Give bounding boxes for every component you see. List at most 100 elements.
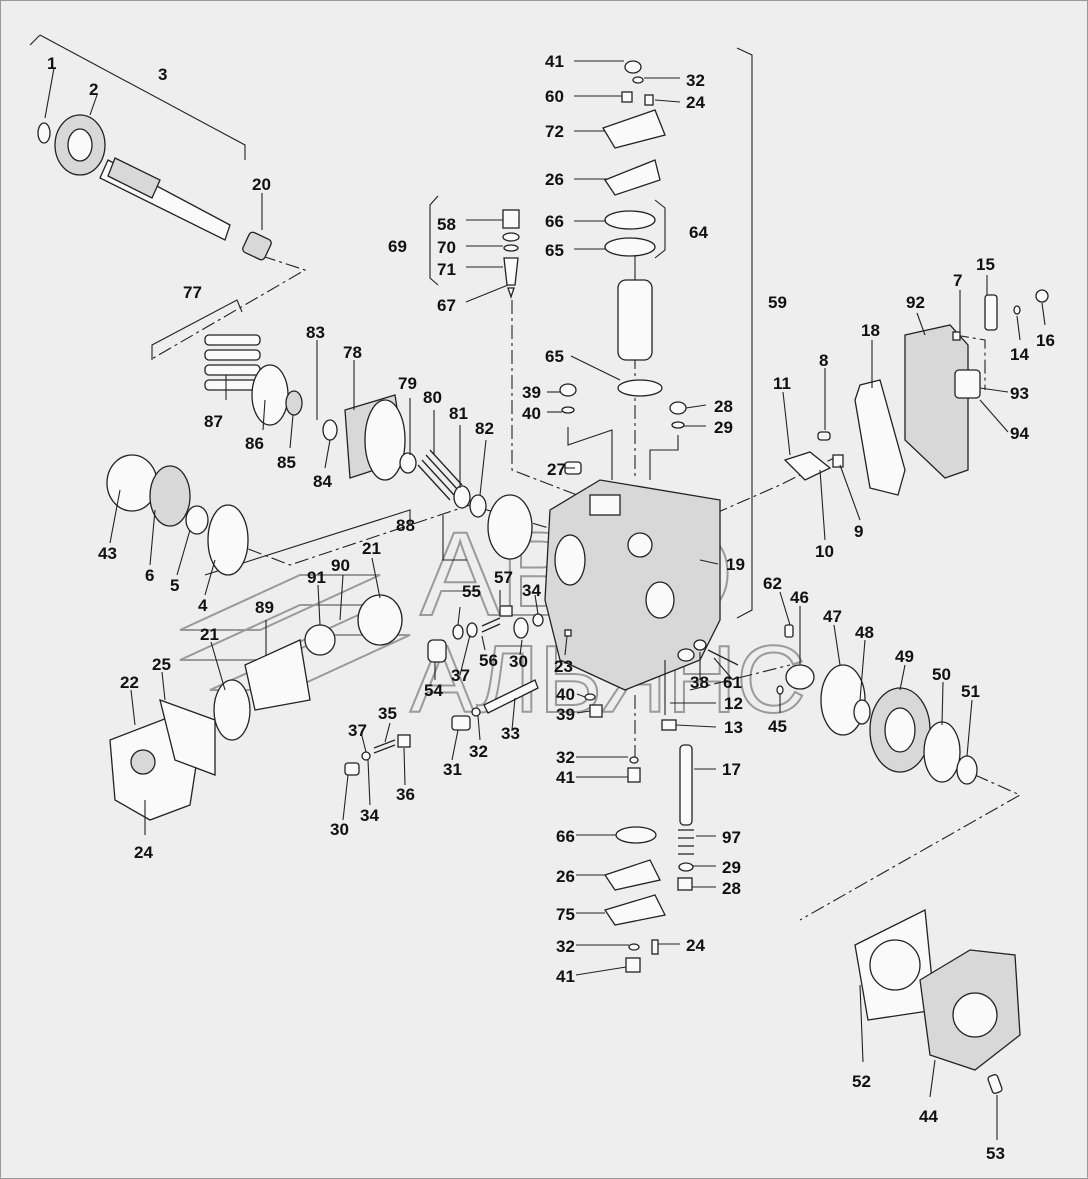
callout-3: 3 (158, 65, 167, 84)
callout-37-upper: 37 (451, 666, 470, 685)
callout-46: 46 (790, 588, 809, 607)
callout-65-mid: 65 (545, 347, 564, 366)
callout-70: 70 (437, 238, 456, 257)
callout-69: 69 (388, 237, 407, 256)
callout-92: 92 (906, 293, 925, 312)
callout-32-mid: 32 (556, 748, 575, 767)
callout-62: 62 (763, 574, 782, 593)
callout-93: 93 (1010, 384, 1029, 403)
callout-29-lower: 29 (722, 858, 741, 877)
callout-50: 50 (932, 665, 951, 684)
callout-16: 16 (1036, 331, 1055, 350)
callout-80: 80 (423, 388, 442, 407)
callout-24-bottom: 24 (686, 936, 705, 955)
callout-44: 44 (919, 1107, 938, 1126)
callout-81: 81 (449, 404, 468, 423)
callout-72: 72 (545, 122, 564, 141)
callout-28-upper: 28 (714, 397, 733, 416)
callout-2: 2 (89, 80, 98, 99)
callout-24-left: 24 (134, 843, 153, 862)
callout-25: 25 (152, 655, 171, 674)
callout-79: 79 (398, 374, 417, 393)
callout-36: 36 (396, 785, 415, 804)
rear-assembly (776, 624, 978, 785)
leader-lines (44, 60, 1046, 1140)
callout-17: 17 (722, 760, 741, 779)
callout-49: 49 (895, 647, 914, 666)
callout-90: 90 (331, 556, 350, 575)
callout-77: 77 (183, 283, 202, 302)
callout-9: 9 (854, 522, 863, 541)
callout-30-lower: 30 (330, 820, 349, 839)
callout-91: 91 (307, 568, 326, 587)
valve-cartridge-69 (502, 209, 520, 300)
callout-78: 78 (343, 343, 362, 362)
callout-51: 51 (961, 682, 980, 701)
control-lever (783, 431, 844, 481)
callout-13: 13 (724, 718, 743, 737)
callout-45: 45 (768, 717, 787, 736)
callout-41-bottom: 41 (556, 967, 575, 986)
callout-29-upper: 29 (714, 418, 733, 437)
callout-61: 61 (723, 673, 742, 692)
callout-88: 88 (396, 516, 415, 535)
callout-26-top: 26 (545, 170, 564, 189)
callout-labels: 1 2 3 20 77 87 86 85 83 84 78 79 80 81 8… (47, 52, 1055, 1163)
callout-1: 1 (47, 54, 56, 73)
callout-89: 89 (255, 598, 274, 617)
callout-54: 54 (424, 681, 443, 700)
callout-94: 94 (1010, 424, 1029, 443)
callout-6: 6 (145, 566, 154, 585)
callout-64: 64 (689, 223, 708, 242)
callout-35: 35 (378, 704, 397, 723)
callout-31: 31 (443, 760, 462, 779)
callout-82: 82 (475, 419, 494, 438)
callout-56: 56 (479, 651, 498, 670)
callout-71: 71 (437, 260, 456, 279)
callout-11: 11 (773, 374, 791, 393)
callout-41-top: 41 (545, 52, 564, 71)
callout-34-upper: 34 (522, 581, 541, 600)
callout-55: 55 (462, 582, 481, 601)
callout-27: 27 (547, 460, 566, 479)
callout-39-upper: 39 (522, 383, 541, 402)
callout-14: 14 (1010, 345, 1029, 364)
callout-39-lower: 39 (556, 705, 575, 724)
callout-40-lower: 40 (556, 685, 575, 704)
callout-47: 47 (823, 607, 842, 626)
pressure-valves (344, 605, 544, 776)
callout-5: 5 (170, 576, 179, 595)
callout-19: 19 (726, 555, 745, 574)
group-brackets (39, 34, 753, 619)
callout-8: 8 (819, 351, 828, 370)
callout-15: 15 (976, 255, 995, 274)
callout-24-top: 24 (686, 93, 705, 112)
callout-32-top: 32 (686, 71, 705, 90)
callout-21-upper: 21 (362, 539, 381, 558)
callout-58: 58 (437, 215, 456, 234)
callout-66-top: 66 (545, 212, 564, 231)
pump-housing (544, 479, 721, 691)
callout-40-upper: 40 (522, 404, 541, 423)
callout-48: 48 (855, 623, 874, 642)
callout-32-left: 32 (469, 742, 488, 761)
callout-7: 7 (953, 271, 962, 290)
callout-37-lower: 37 (348, 721, 367, 740)
callout-87: 87 (204, 412, 223, 431)
callout-21-lower: 21 (200, 625, 219, 644)
callout-59: 59 (768, 293, 787, 312)
callout-43: 43 (98, 544, 117, 563)
callout-26-lower: 26 (556, 867, 575, 886)
lower-control-assembly (603, 660, 694, 973)
callout-23: 23 (554, 657, 573, 676)
callout-34-lower: 34 (360, 806, 379, 825)
callout-41-mid: 41 (556, 768, 575, 787)
front-cover-assembly (109, 594, 403, 821)
shaft-assembly (37, 114, 272, 261)
callout-97: 97 (722, 828, 741, 847)
callout-28-lower: 28 (722, 879, 741, 898)
callout-65-top: 65 (545, 241, 564, 260)
callout-60: 60 (545, 87, 564, 106)
callout-32-bottom: 32 (556, 937, 575, 956)
